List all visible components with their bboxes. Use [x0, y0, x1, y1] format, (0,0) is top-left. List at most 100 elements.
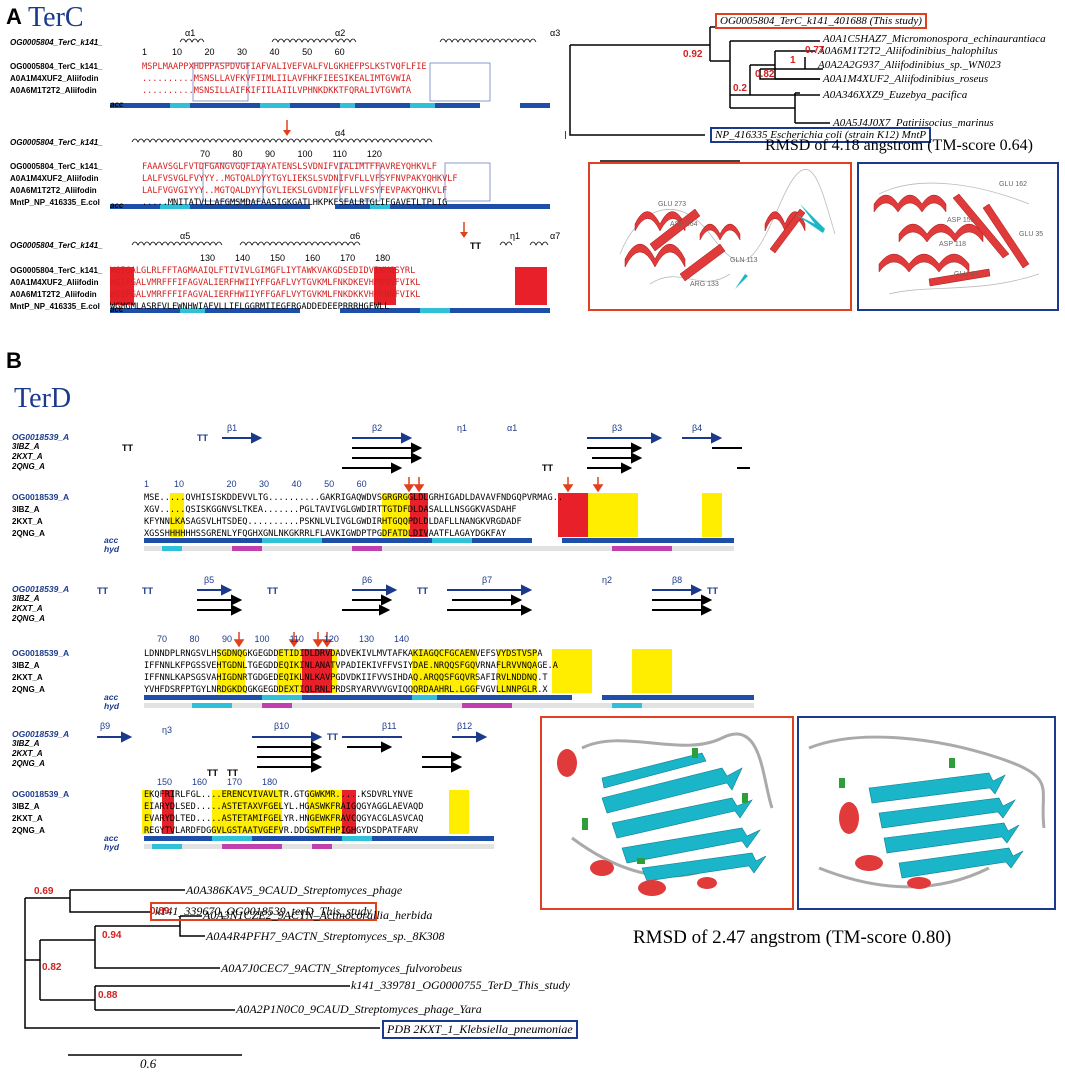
tree-leaf: A0A386KAV5_9CAUD_Streptomyces_phage — [186, 883, 403, 897]
ss-name: 3IBZ_A — [12, 739, 40, 748]
residue-label: GLU 273 — [658, 201, 686, 208]
tree-leaf: A0A346XXZ9_Euzebya_pacifica — [823, 89, 968, 101]
acc-label: acc — [104, 833, 119, 843]
acc-label: acc — [104, 692, 119, 702]
terc-block3-rows: OG0005804_TerC_k141_WGIGALGLRLFFTAGMAAIQ… — [10, 265, 420, 313]
ss-label: α5 — [180, 231, 191, 241]
ss-label: TT — [542, 463, 553, 473]
acc-label: acc — [104, 535, 119, 545]
ss-label: TT — [470, 241, 481, 251]
bootstrap-value: 0.92 — [683, 49, 703, 60]
ss-label: TT — [267, 586, 278, 596]
panel-a-title: TerC — [28, 2, 84, 33]
ss-name: 2QNG_A — [12, 614, 45, 623]
terc-structure-left-graphic: GLU 273 ASP 264 GLN 113 ARG 133 — [619, 169, 836, 289]
terc-rmsd-caption: RMSD of 4.18 angstrom (TM-score 0.64) — [765, 137, 1033, 154]
ruler: 150 160 170 180 — [157, 777, 278, 787]
ss-label: β6 — [362, 575, 373, 585]
ss-name: 2KXT_A — [12, 452, 43, 461]
terd-alignment-graphics — [97, 432, 754, 849]
ss-label: β10 — [274, 721, 290, 731]
residue-label: ASP 155 — [947, 217, 975, 224]
hyd-label: hyd — [104, 544, 120, 554]
acc-label: acc — [110, 305, 124, 314]
ss-label: β1 — [227, 423, 238, 433]
bootstrap-value: 0.69 — [34, 886, 54, 897]
bootstrap-value: 0.88 — [98, 990, 118, 1001]
alignment-row: A0A6M1T2T2_Aliifodin..........MSNSILLAIF… — [10, 86, 412, 96]
terd-block3-ss-names: OG0018539_A 3IBZ_A 2KXT_A 2QNG_A — [12, 729, 69, 769]
ss-name: 3IBZ_A — [12, 442, 40, 451]
terc-block3-ss-label: OG0005804_TerC_k141_ — [10, 241, 103, 250]
ss-label: TT — [417, 586, 428, 596]
terd-block1-ss-names: OG0018539_A 3IBZ_A 2KXT_A 2QNG_A — [12, 432, 69, 472]
acc-label: acc — [110, 201, 124, 210]
terd-structure-right — [797, 716, 1056, 910]
tree-leaf: A0A1M4XUF2_Aliifodinibius_roseus — [823, 73, 989, 85]
ss-label: β3 — [612, 423, 623, 433]
panel-b-letter: B — [6, 348, 22, 373]
alignment-row: MntP_NP_416335_E.col.....MNITATVLLAFGMSM… — [10, 198, 448, 208]
tree-leaf: A0A1C5HAZ7_Micromonospora_echinaurantiac… — [823, 33, 1046, 45]
ss-label: β9 — [100, 721, 111, 731]
terc-tree: OG0005804_TerC_k141_401688 (This study) … — [565, 5, 1060, 165]
ruler: 130 140 150 160 170 180 — [200, 253, 391, 263]
tree-leaf: OG0005804_TerC_k141_401688 (This study) — [715, 13, 927, 29]
ruler: 1 10 20 30 40 50 60 — [142, 47, 345, 57]
ss-label: α2 — [335, 28, 346, 38]
ss-name: OG0018539_A — [12, 729, 70, 739]
terd-structure-left — [540, 716, 794, 910]
terc-block1-rows: OG0005804_TerC_k141_MSPLMAAPPXHDPPASPDVG… — [10, 61, 427, 97]
ss-label: α4 — [335, 128, 346, 138]
alignment-row: OG0005804_TerC_k141_FAAAVSGLFVTDFGANGVGQ… — [10, 162, 437, 172]
tree-leaf: A0A6M1T2T2_Aliifodinibius_halophilus — [818, 45, 998, 57]
terd-structure-right-graphic — [808, 735, 1046, 889]
ss-label: α1 — [507, 423, 518, 433]
terc-block2-rows: OG0005804_TerC_k141_FAAAVSGLFVTDFGANGVGQ… — [10, 161, 458, 209]
ss-label: TT — [707, 586, 718, 596]
hyd-label: hyd — [104, 701, 120, 711]
alignment-row: OG0005804_TerC_k141_WGIGALGLRLFFTAGMAAIQ… — [10, 266, 416, 276]
bootstrap-value: 0.94 — [102, 930, 122, 941]
ss-label: β4 — [692, 423, 703, 433]
bootstrap-value: 0.82 — [42, 962, 62, 973]
terd-alignment: OG0018539_A 3IBZ_A 2KXT_A 2QNG_A β1 β2 η… — [12, 423, 757, 865]
ss-label: TT — [197, 433, 208, 443]
ss-name: 2KXT_A — [12, 604, 43, 613]
terc-structure-right-graphic: GLU 162 ASP 155 ASP 118 GLU 35 GLU 47 — [873, 181, 1043, 295]
panel-b-title: TerD — [14, 383, 72, 414]
ss-label: TT — [122, 443, 133, 453]
ruler: 70 80 90 100 110 120 — [200, 149, 382, 159]
panel-a-letter: A — [6, 4, 22, 29]
bootstrap-value: 0.77 — [805, 45, 825, 56]
terc-structure-right: GLU 162 ASP 155 ASP 118 GLU 35 GLU 47 — [857, 162, 1059, 311]
terc-block1-ss-label: OG0005804_TerC_k141_ — [10, 38, 103, 47]
terc-alignment-graphics — [110, 38, 550, 313]
ss-label: TT — [97, 586, 108, 596]
ss-label: α7 — [550, 231, 561, 241]
tree-leaf: A0A3N1CZE2_9ACTN_Actinocorallia_herbida — [203, 908, 433, 922]
bootstrap-value: 0.89 — [150, 906, 170, 917]
ss-name: 2QNG_A — [12, 759, 45, 768]
ss-label: α3 — [550, 28, 561, 38]
residue-label: GLU 35 — [1019, 231, 1043, 238]
residue-label: GLU 47 — [954, 271, 978, 278]
ss-label: β5 — [204, 575, 215, 585]
terd-tree: A0A386KAV5_9CAUD_Streptomyces_phage k141… — [20, 878, 640, 1071]
ss-name: OG0018539_A — [12, 584, 70, 594]
ss-label: η1 — [510, 231, 521, 241]
ss-label: β11 — [382, 721, 397, 731]
ss-label: β12 — [457, 721, 473, 731]
ruler: 1 10 20 30 40 50 60 — [144, 479, 367, 489]
tree-leaf: A0A7J0CEC7_9ACTN_Streptomyces_fulvorobeu… — [221, 961, 463, 975]
bootstrap-value: 0.2 — [733, 83, 747, 94]
